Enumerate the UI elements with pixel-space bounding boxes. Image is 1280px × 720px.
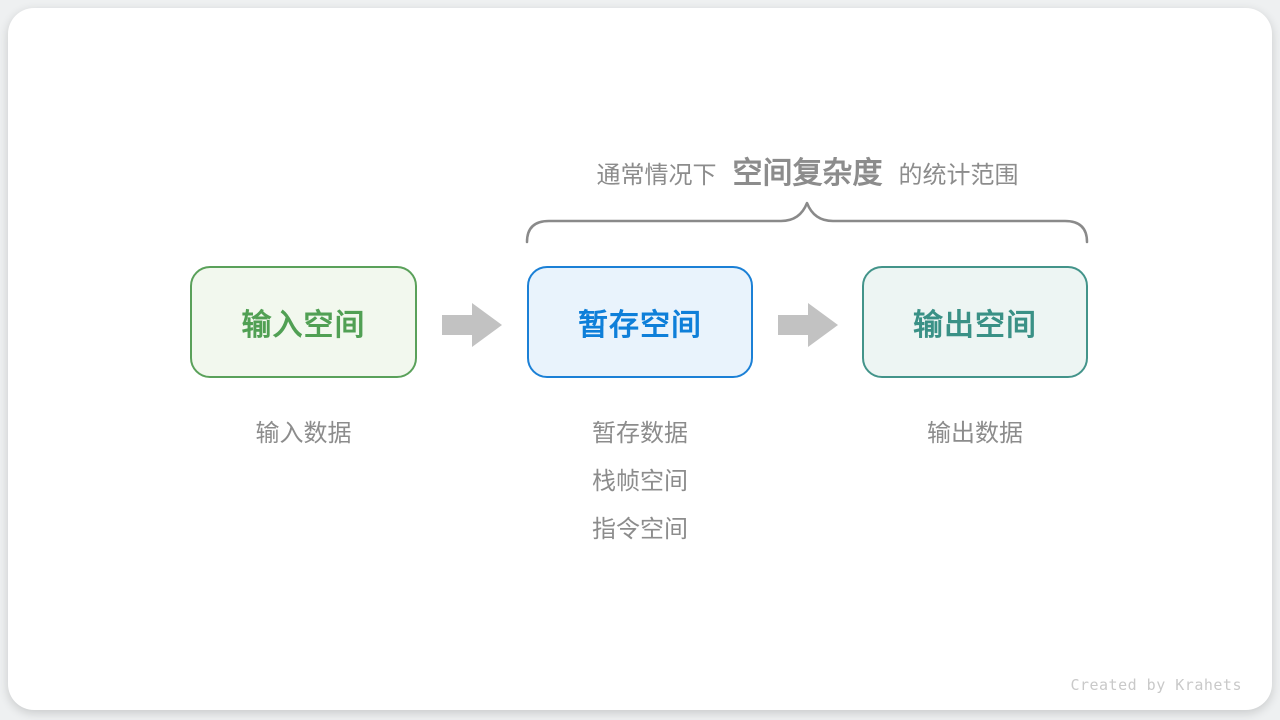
arrow-right-icon xyxy=(778,303,838,347)
caption-suffix: 的统计范围 xyxy=(898,162,1019,189)
diagram-card: 通常情况下 空间复杂度 的统计范围 输入空间 暂存空间 输出空间 输入数据 暂存… xyxy=(8,8,1272,710)
overbrace-icon xyxy=(525,200,1090,244)
input-space-box: 输入空间 xyxy=(190,266,417,378)
label-line: 输入数据 xyxy=(255,420,352,447)
caption-prefix: 通常情况下 xyxy=(596,162,717,189)
caption-highlight: 空间复杂度 xyxy=(732,157,883,190)
label-line: 输出数据 xyxy=(927,420,1023,447)
label-line: 栈帧空间 xyxy=(592,468,688,495)
buffer-space-label: 暂存空间 xyxy=(578,309,702,342)
output-data-labels: 输出数据 xyxy=(862,410,1088,458)
input-space-label: 输入空间 xyxy=(241,309,366,342)
buffer-space-box: 暂存空间 xyxy=(527,266,753,378)
label-line: 暂存数据 xyxy=(592,420,688,447)
buffer-data-labels: 暂存数据 栈帧空间 指令空间 xyxy=(527,410,753,554)
arrow-right-icon xyxy=(442,303,502,347)
label-line: 指令空间 xyxy=(592,516,688,543)
scope-caption: 通常情况下 空间复杂度 的统计范围 xyxy=(525,148,1090,190)
input-data-labels: 输入数据 xyxy=(190,410,417,458)
watermark-credit: Created by Krahets xyxy=(1070,676,1242,694)
output-space-box: 输出空间 xyxy=(862,266,1088,378)
output-space-label: 输出空间 xyxy=(913,309,1037,342)
